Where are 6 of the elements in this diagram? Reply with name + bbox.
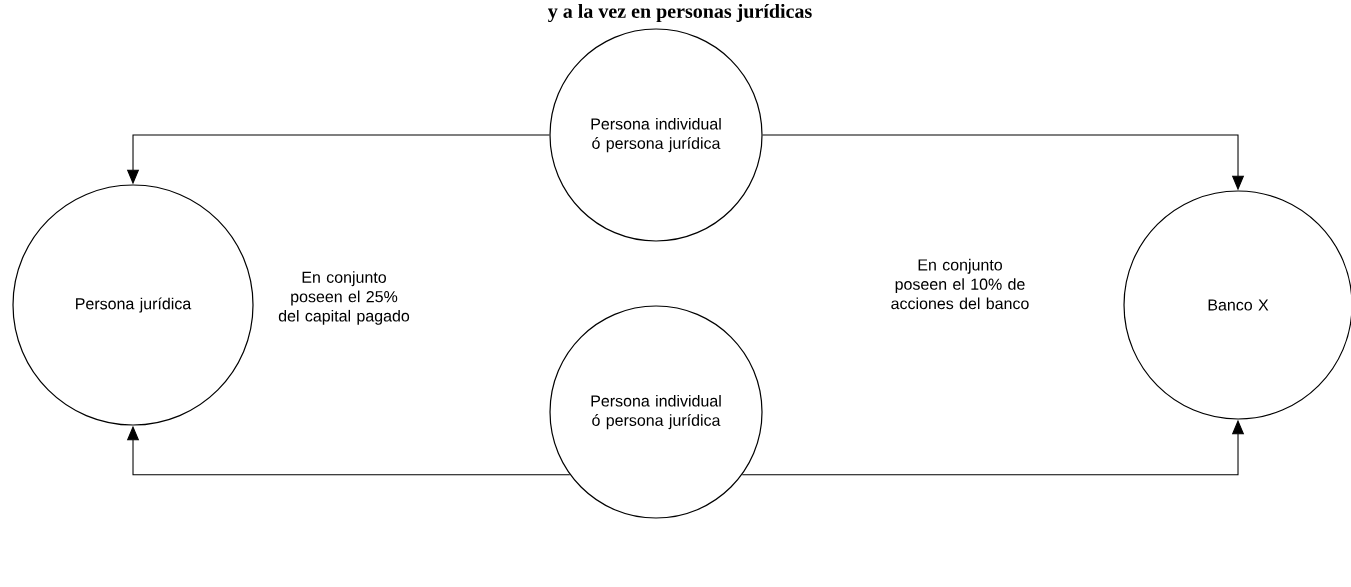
note-text: En conjunto poseen el 25% del capital pagado [278, 271, 410, 325]
circle-node: Persona individual ó persona jurídica [549, 28, 763, 242]
circle-node: Persona individual ó persona jurídica [549, 305, 763, 519]
note-text: En conjunto poseen el 10% de acciones del banco [891, 258, 1029, 310]
circle-node: Persona jurídica [12, 184, 254, 426]
title: y a la vez en personas jurídicas [548, 3, 812, 23]
